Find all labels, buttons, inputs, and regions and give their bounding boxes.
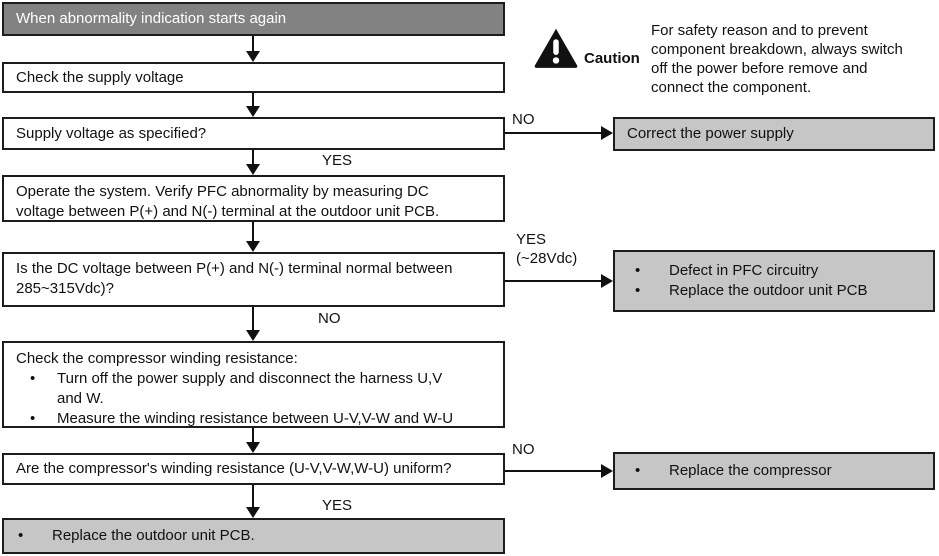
node-check-supply-label: Check the supply voltage — [16, 68, 184, 86]
branch-label-yes-vdc: YES — [516, 231, 547, 248]
node-question-supply-label: Supply voltage as specified? — [16, 124, 207, 142]
node-check-winding: Check the compressor winding resistance:… — [2, 341, 505, 428]
list-item: Replace the outdoor unit PCB — [635, 281, 933, 301]
node-correct-power: Correct the power supply — [613, 117, 935, 151]
check-winding-list: Turn off the power supply and disconnect… — [16, 369, 507, 429]
branch-label-no: NO — [512, 441, 535, 458]
arrow-down-icon — [246, 507, 260, 518]
connector-line — [252, 485, 254, 509]
node-question-dc-voltage: Is the DC voltage between P(+) and N(-) … — [2, 252, 505, 307]
node-start: When abnormality indication starts again — [2, 2, 505, 36]
branch-label-yes: YES — [322, 497, 353, 514]
node-question-winding-label: Are the compressor's winding resistance … — [16, 460, 452, 477]
list-item: Replace the outdoor unit PCB. — [18, 526, 503, 546]
node-question-winding: Are the compressor's winding resistance … — [2, 453, 505, 485]
warning-triangle-icon — [534, 28, 578, 68]
branch-label-yes-vdc-detail: (~28Vdc) — [516, 250, 578, 267]
list-item: Replace the compressor — [635, 461, 933, 481]
connector-line — [505, 470, 602, 472]
node-question-dc-voltage-label: Is the DC voltage between P(+) and N(-) … — [16, 260, 453, 297]
arrow-down-icon — [246, 164, 260, 175]
caution-text: For safety reason and to prevent compone… — [651, 22, 903, 96]
list-item: Turn off the power supply and disconnect… — [30, 369, 507, 409]
node-pfc-defect: Defect in PFC circuitry Replace the outd… — [613, 250, 935, 312]
node-operate-system-label: Operate the system. Verify PFC abnormali… — [16, 183, 440, 220]
node-question-supply: Supply voltage as specified? — [2, 117, 505, 150]
pfc-defect-list: Defect in PFC circuitry Replace the outd… — [615, 261, 933, 301]
arrow-down-icon — [246, 241, 260, 252]
replace-compressor-list: Replace the compressor — [615, 461, 933, 481]
check-winding-title: Check the compressor winding resistance: — [16, 350, 298, 367]
arrow-right-icon — [601, 126, 613, 140]
caution-label: Caution — [584, 50, 640, 67]
arrow-right-icon — [601, 274, 613, 288]
connector-line — [252, 36, 254, 53]
connector-line — [252, 428, 254, 444]
connector-line — [252, 93, 254, 108]
branch-label-no: NO — [318, 310, 341, 327]
arrow-down-icon — [246, 330, 260, 341]
connector-line — [505, 280, 602, 282]
check-winding-content: Check the compressor winding resistance:… — [4, 343, 503, 429]
list-item: Defect in PFC circuitry — [635, 261, 933, 281]
arrow-down-icon — [246, 106, 260, 117]
connector-line — [252, 307, 254, 332]
node-operate-system: Operate the system. Verify PFC abnormali… — [2, 175, 505, 222]
arrow-down-icon — [246, 51, 260, 62]
connector-line — [505, 132, 602, 134]
node-replace-compressor: Replace the compressor — [613, 452, 935, 490]
node-replace-pcb: Replace the outdoor unit PCB. — [2, 518, 505, 554]
replace-pcb-list: Replace the outdoor unit PCB. — [4, 526, 503, 546]
node-correct-power-label: Correct the power supply — [627, 125, 794, 142]
connector-line — [252, 150, 254, 166]
branch-label-no: NO — [512, 111, 535, 128]
node-check-supply: Check the supply voltage — [2, 62, 505, 93]
arrow-down-icon — [246, 442, 260, 453]
node-start-label: When abnormality indication starts again — [16, 10, 287, 27]
branch-label-yes: YES — [322, 152, 353, 169]
list-item: Measure the winding resistance between U… — [30, 409, 507, 429]
arrow-right-icon — [601, 464, 613, 478]
connector-line — [252, 222, 254, 243]
